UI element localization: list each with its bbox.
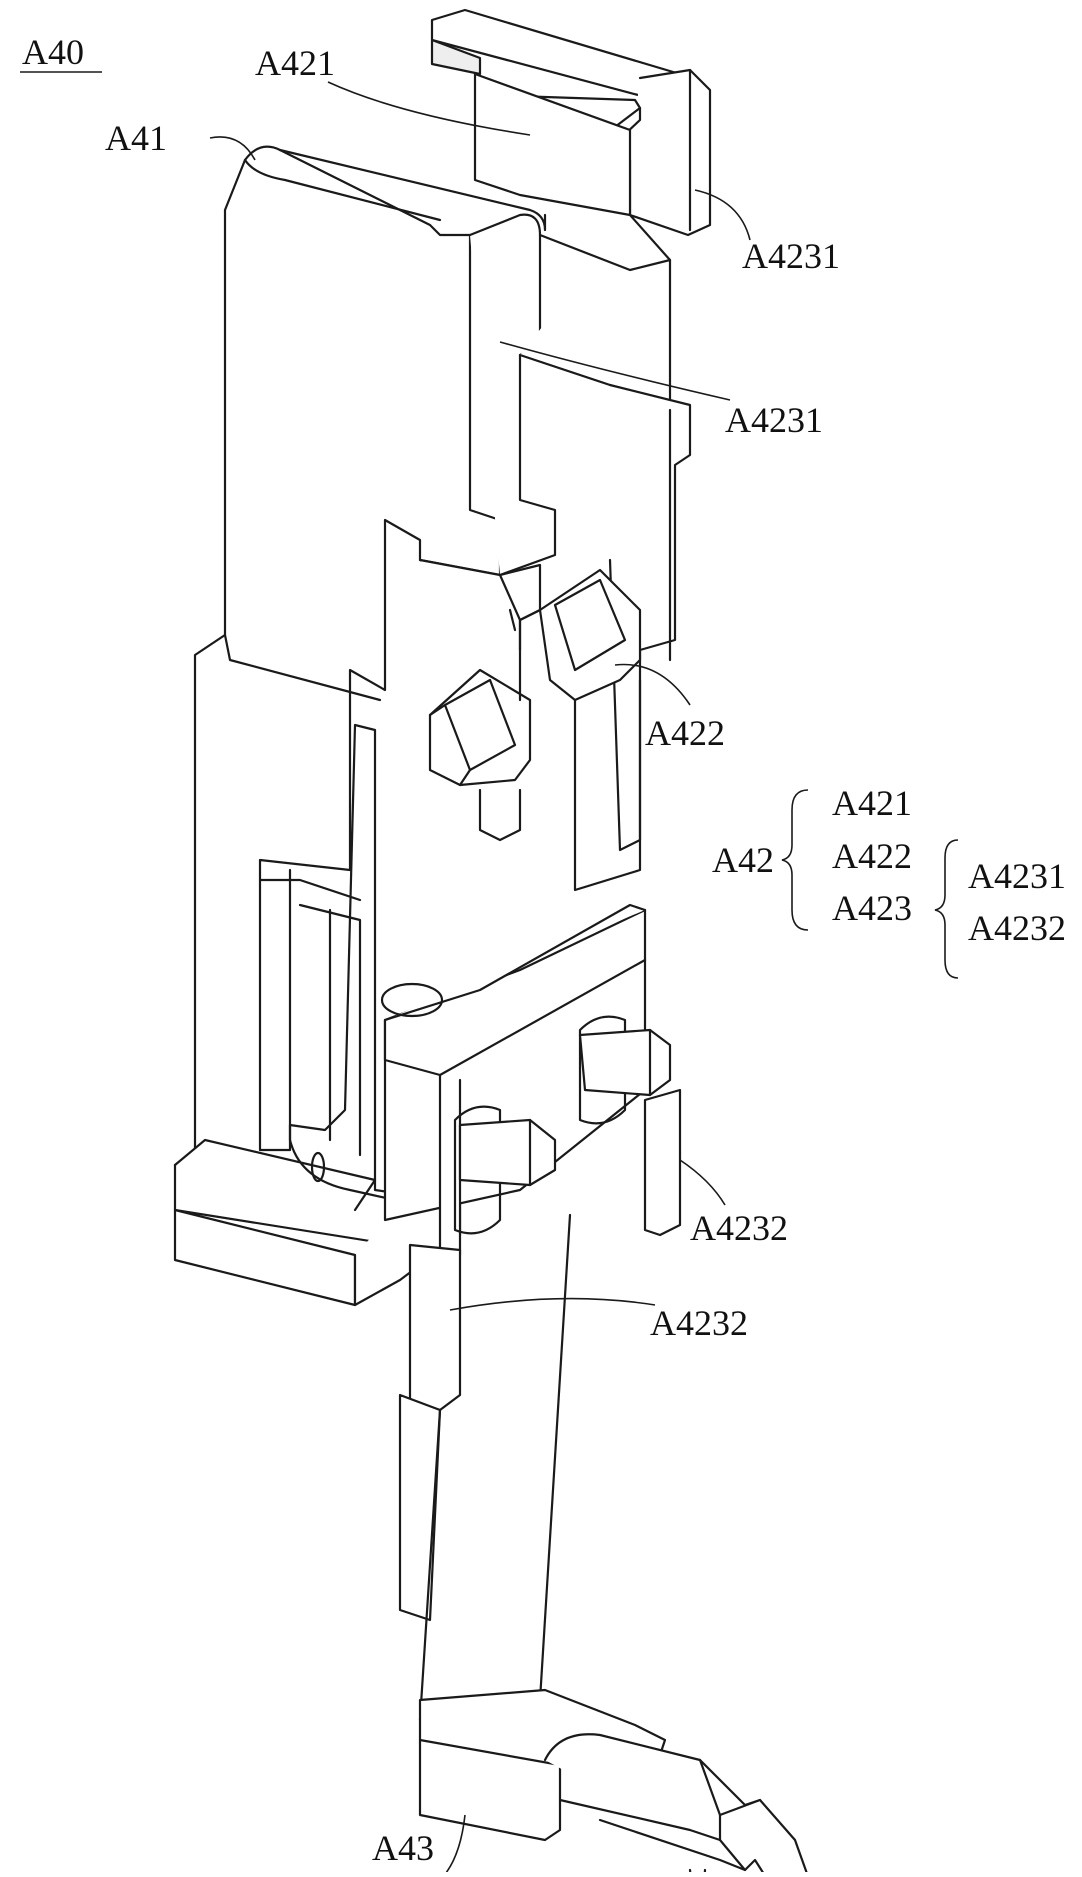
- stem-and-foot: [398, 1213, 810, 1877]
- legend-member-a422: A422: [832, 836, 912, 876]
- legend-member-a423: A423: [832, 888, 912, 928]
- label-a4232-lower: A4232: [650, 1303, 748, 1343]
- latch-window: [418, 558, 642, 892]
- callout-labels: A40 A421 A41 A4231 A4231 A422 A4232 A423…: [22, 32, 840, 1868]
- component-legend: A42 A421 A422 A423 A4231 A4232: [712, 783, 1066, 979]
- legend-sub-a4232: A4232: [968, 908, 1066, 948]
- label-a41: A41: [105, 118, 167, 158]
- label-a4231-lower: A4231: [725, 400, 823, 440]
- legend-sub-a4231: A4231: [968, 856, 1066, 896]
- label-a422: A422: [645, 713, 725, 753]
- label-a43: A43: [372, 1828, 434, 1868]
- label-a4231-upper: A4231: [742, 236, 840, 276]
- label-a40: A40: [22, 32, 84, 72]
- legend-group-label: A42: [712, 840, 774, 880]
- legend-member-a421: A421: [832, 783, 912, 823]
- label-a4232-upper: A4232: [690, 1208, 788, 1248]
- main-body: [173, 145, 692, 1307]
- slider-block: [380, 903, 682, 1412]
- top-clip: [430, 8, 712, 237]
- label-a421-top: A421: [255, 43, 335, 83]
